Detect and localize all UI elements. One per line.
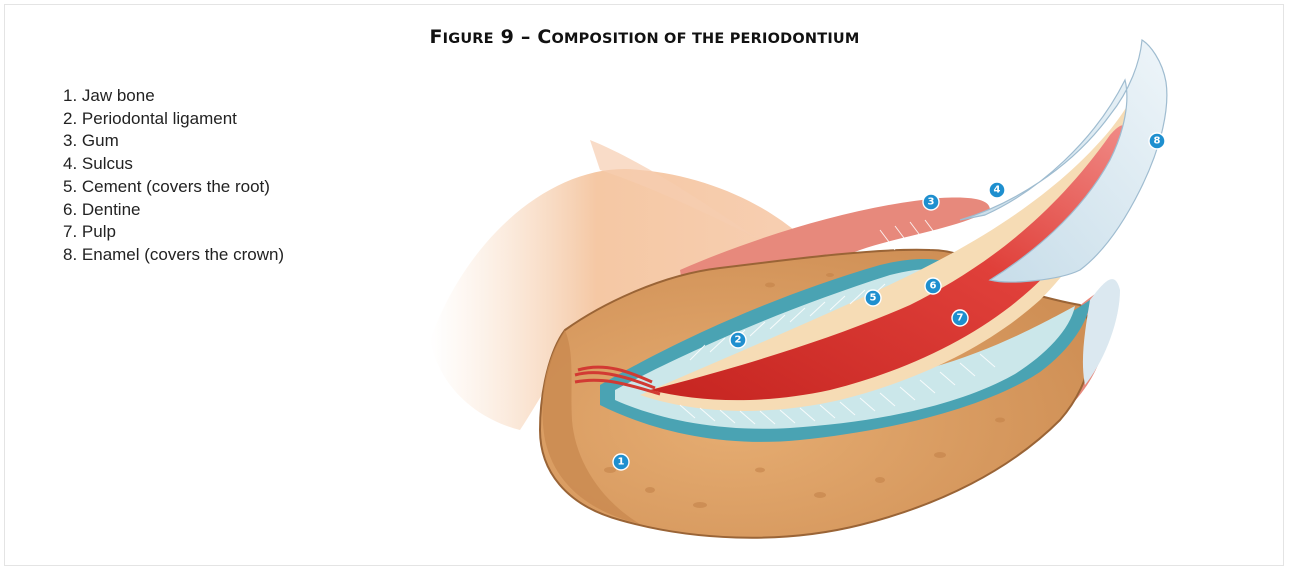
svg-text:8: 8 (1154, 136, 1161, 147)
svg-text:1: 1 (618, 457, 625, 468)
marker-6-dentine: 6 (925, 278, 941, 294)
marker-5-cement: 5 (865, 290, 881, 306)
svg-text:6: 6 (930, 281, 937, 292)
marker-8-enamel: 8 (1149, 133, 1165, 149)
svg-text:4: 4 (994, 185, 1001, 196)
svg-text:5: 5 (870, 293, 877, 304)
marker-2-periodontal-ligament: 2 (730, 332, 746, 348)
svg-text:3: 3 (928, 197, 935, 208)
marker-7-pulp: 7 (952, 310, 968, 326)
svg-text:2: 2 (735, 335, 742, 346)
svg-text:7: 7 (957, 313, 964, 324)
enamel-lower (1083, 279, 1120, 385)
marker-1-jaw-bone: 1 (613, 454, 629, 470)
marker-3-gum: 3 (923, 194, 939, 210)
marker-4-sulcus: 4 (989, 182, 1005, 198)
